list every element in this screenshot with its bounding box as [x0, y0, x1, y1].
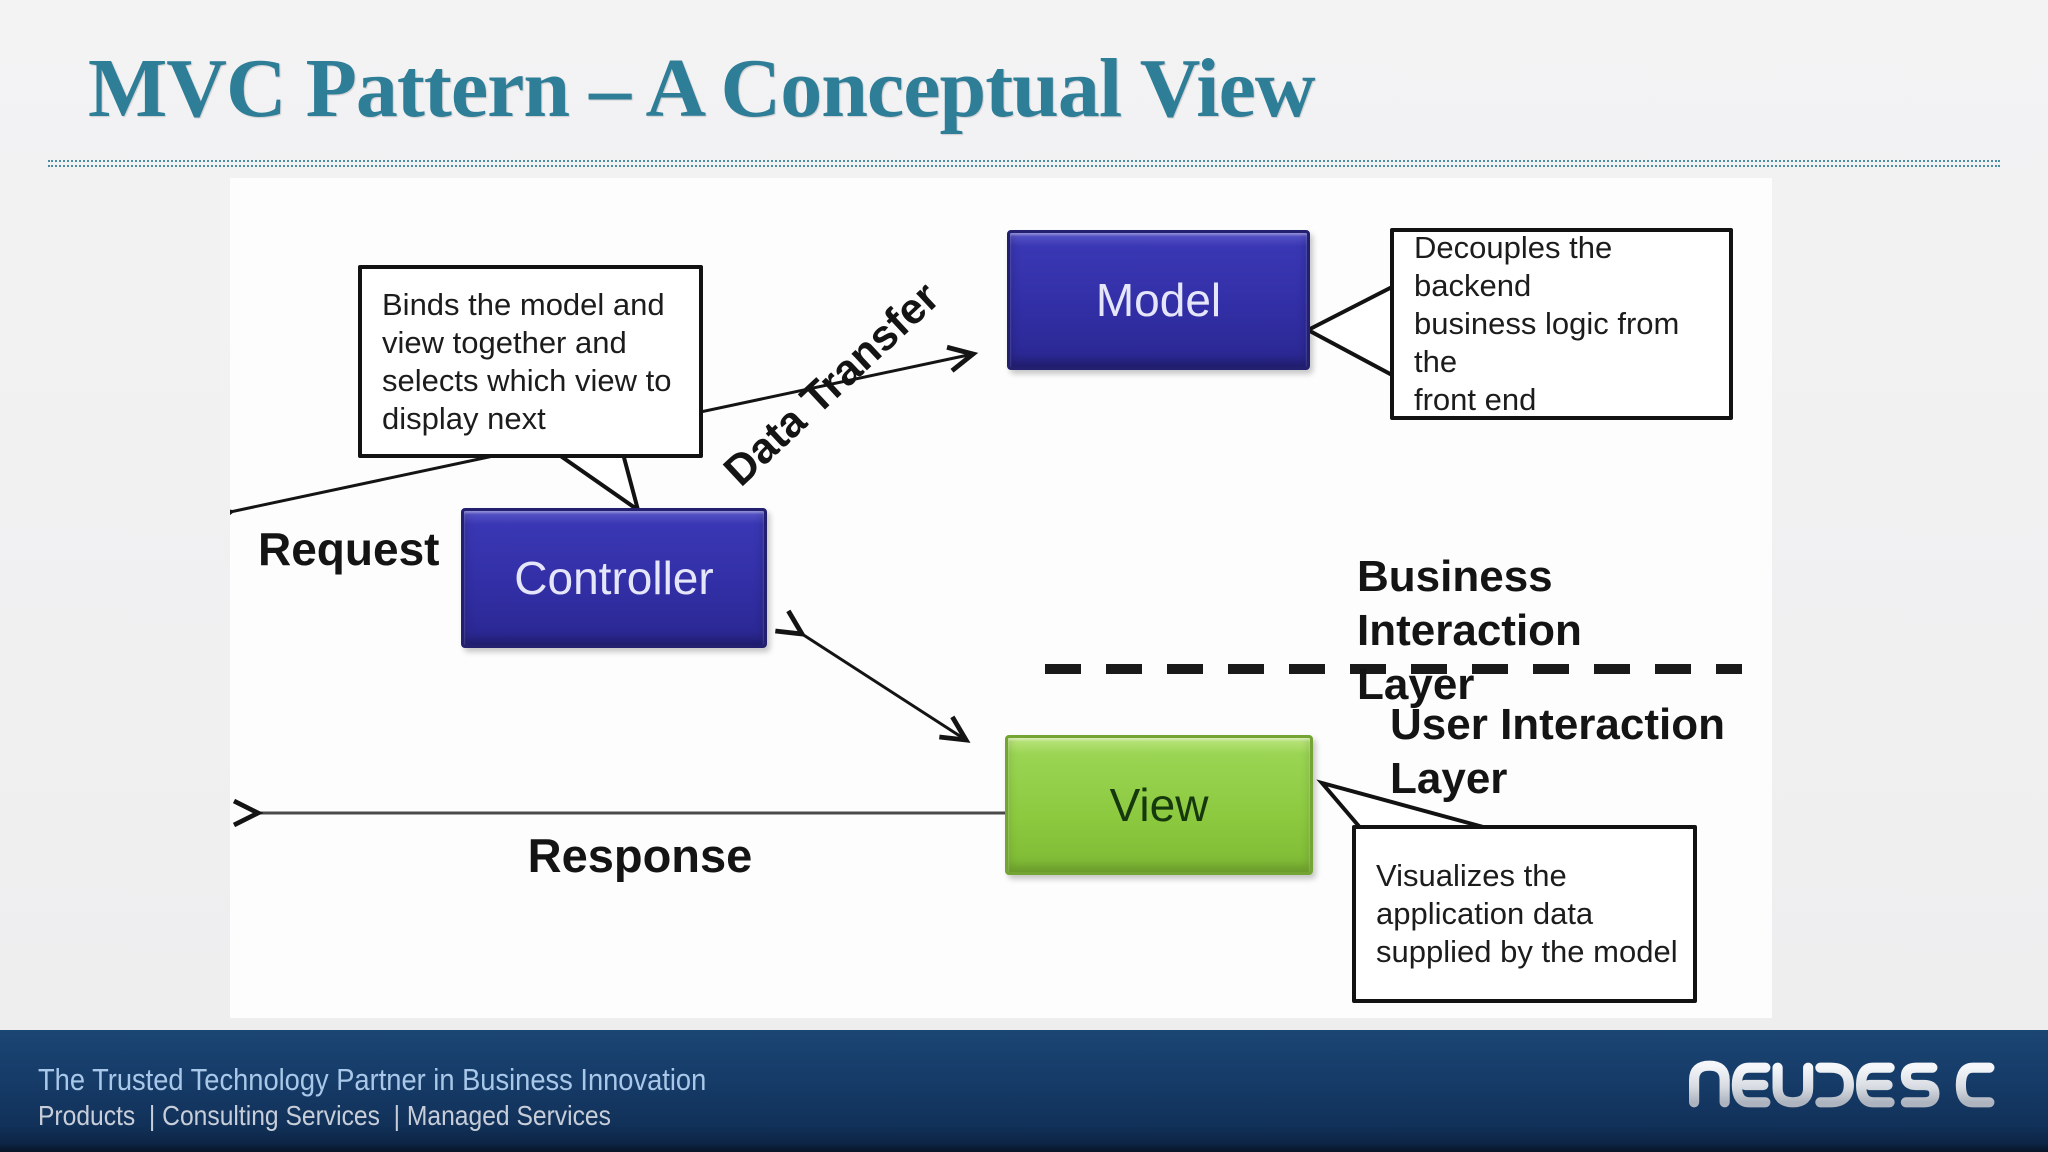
callout-controller-note-text: Binds the model and view together and se…: [382, 286, 672, 436]
footer-bar: The Trusted Technology Partner in Busine…: [0, 1030, 2048, 1152]
controller-view-arrow: [775, 609, 971, 743]
logo-letter-e1: [1731, 1062, 1771, 1108]
controller-box: Controller: [461, 508, 767, 648]
logo-letter-s: [1900, 1062, 1940, 1108]
callout-controller-note: Binds the model and view together and se…: [358, 265, 703, 458]
model-box: Model: [1007, 230, 1310, 370]
diagram-panel: Binds the model and view together and se…: [230, 178, 1772, 1018]
callout-model-note: Decouples the backend business logic fro…: [1390, 228, 1733, 420]
view-box-label: View: [1109, 779, 1209, 831]
view-box: View: [1005, 735, 1313, 875]
model-box-label: Model: [1095, 274, 1222, 326]
request-label: Request: [258, 523, 440, 575]
title-separator: [48, 160, 2000, 167]
footer-services: Products | Consulting Services | Managed…: [38, 1100, 611, 1131]
logo-letter-u: [1772, 1062, 1814, 1108]
user-interaction-layer-label: User Interaction Layer: [1390, 700, 1725, 803]
response-label: Response: [527, 829, 753, 882]
logo-letter-d: [1815, 1062, 1854, 1108]
business-interaction-layer-label: Business Interaction Layer: [1357, 552, 1582, 709]
logo-letter-n: [1689, 1060, 1730, 1108]
callout-tail-model-note: [1303, 282, 1396, 380]
callout-model-note-text: Decouples the backend business logic fro…: [1414, 230, 1680, 417]
callout-tail-controller-note: [545, 448, 642, 515]
logo-letter-c: [1955, 1062, 1995, 1108]
logo-letter-e2: [1856, 1062, 1895, 1108]
controller-box-label: Controller: [514, 552, 714, 604]
page-title: MVC Pattern – A Conceptual View: [88, 42, 1316, 135]
neudesic-logo: [1689, 1060, 1995, 1108]
footer-tagline: The Trusted Technology Partner in Busine…: [38, 1062, 707, 1097]
callout-view-note-text: Visualizes the application data supplied…: [1376, 858, 1678, 969]
callout-view-note: Visualizes the application data supplied…: [1352, 825, 1697, 1003]
